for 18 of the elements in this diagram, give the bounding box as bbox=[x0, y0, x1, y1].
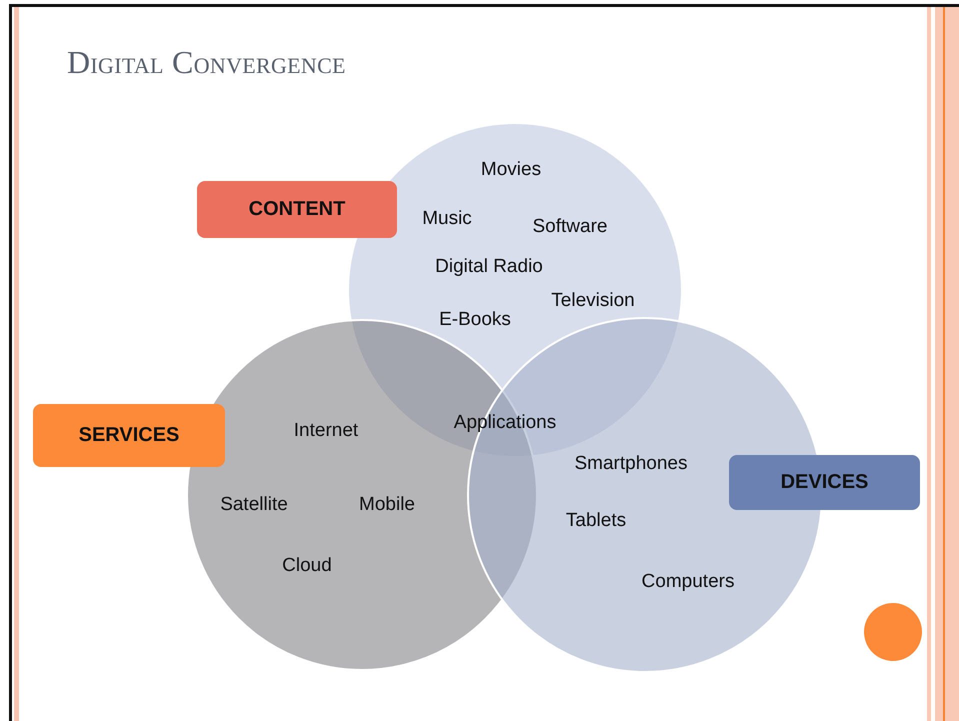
set-item: Tablets bbox=[566, 510, 626, 532]
category-label: SERVICES bbox=[33, 404, 225, 467]
category-label: CONTENT bbox=[197, 181, 397, 238]
intersection-label: Applications bbox=[454, 412, 556, 434]
set-item: Computers bbox=[642, 571, 734, 593]
set-item: Internet bbox=[294, 420, 358, 442]
set-item: Satellite bbox=[220, 494, 288, 516]
set-item: Mobile bbox=[359, 494, 415, 516]
set-item: Movies bbox=[480, 159, 542, 181]
category-label: DEVICES bbox=[729, 455, 920, 510]
set-item: Cloud bbox=[282, 555, 332, 577]
set-item: Software bbox=[532, 216, 608, 238]
title: Digital Convergence bbox=[67, 44, 346, 81]
set-item: Music bbox=[422, 208, 472, 230]
set-item: Digital Radio bbox=[435, 256, 543, 278]
set-item: Television bbox=[551, 290, 635, 312]
set-item: Smartphones bbox=[574, 453, 688, 475]
set-item: E-Books bbox=[439, 309, 511, 331]
